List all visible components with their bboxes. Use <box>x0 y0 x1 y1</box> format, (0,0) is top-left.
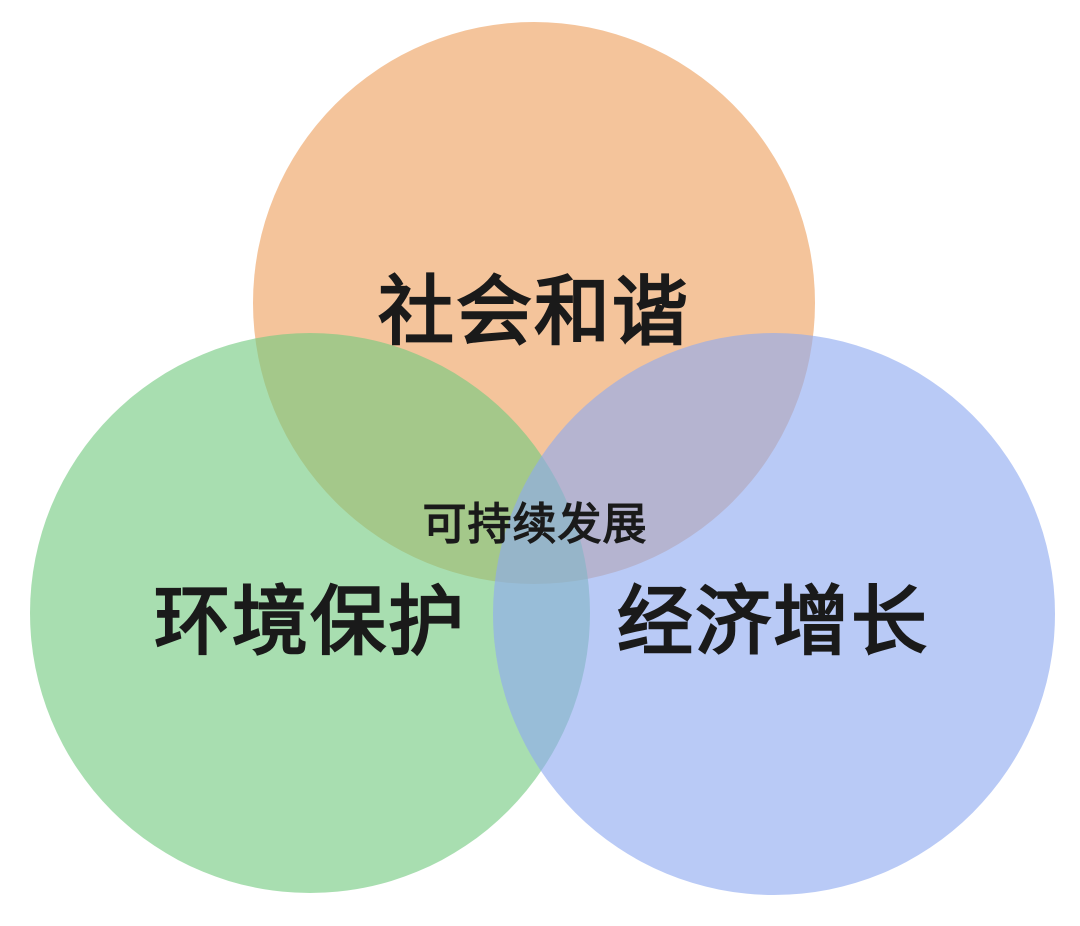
label-economic-growth: 经济增长 <box>617 577 929 666</box>
label-sustainable-development: 可持续发展 <box>422 499 648 550</box>
label-social-harmony: 社会和谐 <box>378 267 690 356</box>
circle-economic-growth <box>493 333 1055 895</box>
label-environmental-protection: 环境保护 <box>154 577 466 666</box>
